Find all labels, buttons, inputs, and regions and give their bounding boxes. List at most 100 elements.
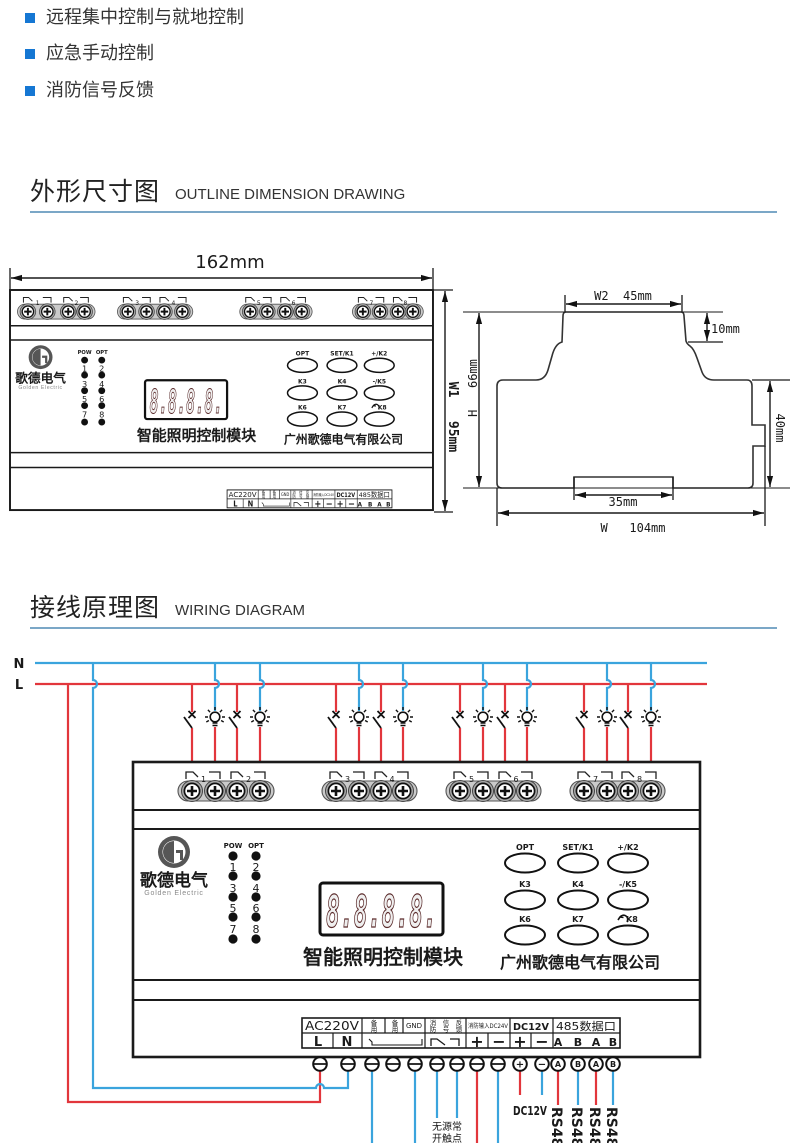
seven-segment-display	[318, 881, 445, 937]
relay-contact-icon	[230, 771, 266, 779]
led-number-label: 2	[253, 861, 260, 874]
normally-open-contact-icon	[430, 1038, 460, 1046]
lamp-rays	[473, 707, 493, 723]
seven-segment-display	[143, 379, 229, 421]
screw-cross-icon	[602, 786, 612, 796]
channel-number: 5	[257, 300, 261, 307]
pin-label-plus: +	[470, 1032, 483, 1051]
product-name: 智能照明控制模块	[137, 427, 256, 445]
status-led	[228, 892, 238, 902]
spare-header: 备用	[261, 490, 266, 499]
terminal-screw-head	[588, 1056, 604, 1072]
led-header-label: POW	[78, 350, 92, 356]
terminal-screw	[472, 780, 494, 802]
keypad-button	[326, 357, 358, 374]
terminal-screw	[59, 303, 77, 320]
keypad-button-label: K4	[572, 880, 584, 889]
io-terminal-screw: +	[512, 1056, 528, 1072]
breaker-switch-icon	[619, 710, 633, 729]
keypad-button-label: K3	[519, 880, 531, 889]
lamp-icon	[641, 707, 661, 727]
breaker-blade	[575, 716, 585, 729]
breaker-cross	[455, 710, 465, 719]
pin-label-plus: +	[513, 1032, 526, 1051]
relay-contact-icon	[329, 771, 365, 779]
rs485-note: RS485	[548, 1107, 564, 1143]
led-number-label: 6	[99, 394, 104, 404]
channel-number: 3	[135, 300, 139, 307]
lighting-circuit	[183, 663, 225, 762]
keypad-button	[363, 411, 395, 427]
lamp-icon	[517, 707, 537, 727]
io-terminal-screw: A	[550, 1056, 566, 1072]
lamp-base	[604, 722, 610, 727]
screw-cross-icon	[246, 307, 254, 316]
keypad-button	[504, 852, 546, 874]
led-number-label: 3	[82, 379, 87, 389]
spare-header: 备用	[272, 490, 277, 499]
top-step-label: 10mm	[711, 322, 740, 336]
rs485-header: 485数据口	[556, 1019, 616, 1033]
relay-contact-icon	[357, 296, 385, 303]
fire-input-header: 消防输入DC24V	[313, 492, 334, 497]
status-led	[228, 871, 238, 881]
keypad-button-label: K6	[519, 915, 531, 924]
screw-cross-icon	[160, 307, 169, 316]
terminal-screw	[573, 780, 595, 802]
screw-cross-icon	[64, 307, 72, 316]
relay-contact-icon	[159, 296, 187, 303]
breaker-blade	[327, 716, 337, 729]
lamp-bulb	[353, 711, 365, 723]
lamp-base	[648, 722, 654, 727]
lamp-bulb	[601, 711, 613, 723]
pin-label-rs485: A	[592, 1036, 601, 1049]
terminal-screw	[293, 303, 310, 320]
pin-label-rs485: B	[609, 1036, 617, 1049]
lamp-icon	[393, 707, 413, 727]
lighting-circuit	[228, 663, 270, 762]
screw-cross-icon	[232, 786, 242, 796]
pin-label-rs485: A	[358, 501, 363, 508]
pin-label-rs485: A	[554, 1036, 563, 1049]
keypad-button	[557, 889, 599, 911]
screw-cross-icon	[409, 307, 417, 316]
screw-cross-icon	[394, 307, 402, 316]
pin-label-rs485: B	[386, 501, 391, 508]
pin-label-rs485: B	[574, 1036, 582, 1049]
side-profile-outline	[496, 311, 766, 489]
dc12v-header: DC12V	[513, 1022, 549, 1033]
breaker-blade	[228, 716, 238, 729]
lamp-base	[524, 722, 530, 727]
channel-number: 1	[201, 775, 206, 784]
keypad-button-label: +/K2	[371, 351, 387, 358]
blue-square-bullet-icon	[25, 86, 35, 96]
keypad-button	[607, 852, 649, 874]
rail-width-label: 35mm	[609, 495, 638, 509]
terminal-screw	[392, 780, 414, 802]
feature-item: 应急手动控制	[25, 42, 154, 66]
screw-cross-icon	[187, 786, 197, 796]
fire-feedback-header: 消防	[292, 490, 297, 499]
io-terminal-screw	[385, 1056, 401, 1072]
dry-contact-note: 无源常	[432, 1120, 462, 1133]
lighting-circuit	[575, 663, 617, 762]
screw-cross-icon	[646, 786, 656, 796]
screw-cross-icon	[297, 307, 306, 316]
screw-cross-icon	[178, 307, 187, 316]
breaker-cross	[623, 710, 633, 719]
breaker-cross	[376, 710, 386, 719]
terminal-screw	[494, 780, 516, 802]
terminal-polarity-glyph: +	[516, 1060, 524, 1071]
status-led	[251, 912, 261, 922]
io-terminal-screw	[364, 1056, 380, 1072]
status-led	[228, 934, 238, 944]
pin-label-rs485: B	[368, 501, 373, 508]
lamp-base	[356, 722, 362, 727]
gnd-header: GND	[281, 492, 289, 497]
terminal-screw	[354, 303, 372, 320]
keypad-button	[607, 889, 649, 911]
breaker-cross	[187, 710, 197, 719]
